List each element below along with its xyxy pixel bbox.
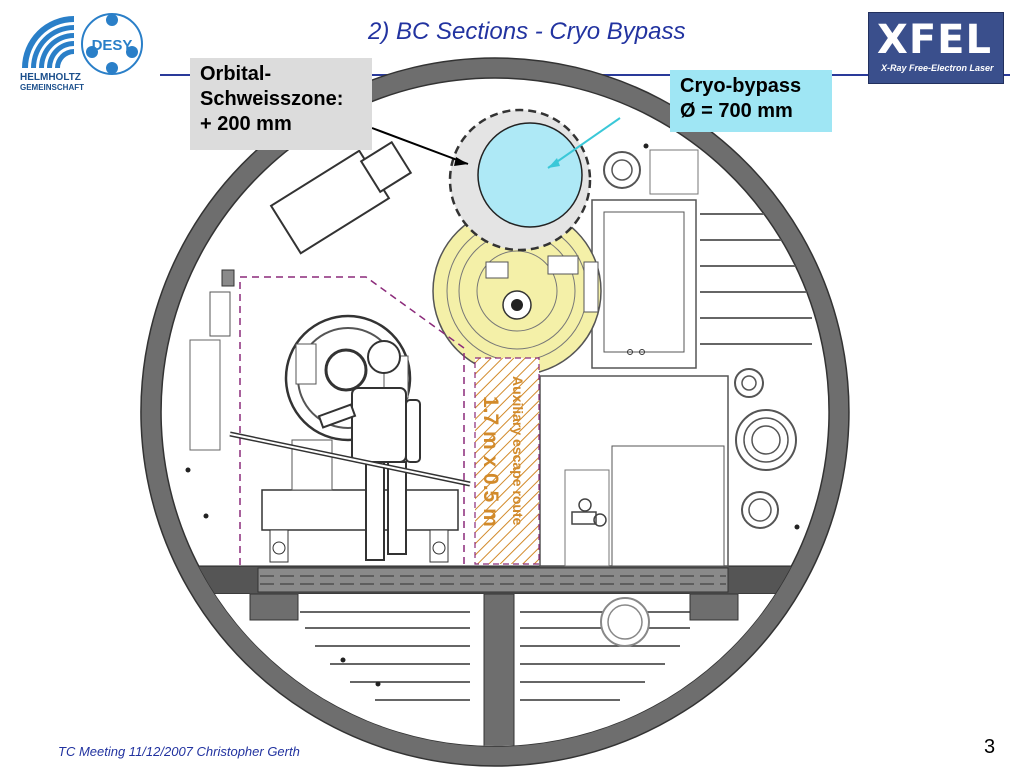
escape-route-dimensions: 1.7 m x 0.5 m — [479, 396, 502, 527]
escape-route-label: Auxiliary escape route — [510, 376, 526, 526]
xfel-subtitle: X-Ray Free-Electron Laser — [881, 63, 994, 73]
xfel-logo-text: XFEL — [877, 17, 992, 63]
pipe-right-3 — [741, 491, 779, 529]
gemeinschaft-text: GEMEINSCHAFT — [20, 83, 84, 92]
slide-footer: TC Meeting 11/12/2007 Christopher Gerth — [58, 744, 300, 759]
pipe-right-2 — [735, 409, 797, 471]
helmholtz-arcs-icon — [22, 16, 74, 68]
right-trench-block — [689, 593, 739, 621]
slide-title: 2) BC Sections - Cryo Bypass — [368, 18, 686, 45]
center-pillar — [483, 593, 515, 746]
helmholtz-text: HELMHOLTZ — [20, 72, 81, 83]
left-trench-block — [249, 593, 299, 621]
orbital-callout-line2: Schweisszone: — [200, 88, 344, 110]
anchor-points — [185, 143, 800, 687]
orbital-callout-line3: + 200 mm — [200, 113, 292, 135]
valve-fittings — [571, 498, 607, 527]
cryo-callout-arrow — [547, 117, 621, 169]
cryo-bypass-pipe — [477, 122, 583, 228]
wall-cabinet-left — [209, 291, 231, 337]
wall-panel-left — [189, 339, 221, 451]
mobile-cryomodule — [261, 314, 459, 563]
trench-shelves — [300, 611, 690, 701]
transport-box — [269, 140, 413, 255]
work-zone-outline — [239, 276, 465, 565]
cryo-callout-line2: Ø = 700 mm — [680, 100, 793, 122]
desy-emblem-icon: DESY — [81, 13, 143, 75]
worker-figure-icon — [229, 340, 471, 561]
orbital-callout-arrow — [371, 127, 469, 165]
escape-route-area — [474, 357, 540, 565]
desy-logo: DESY HELMHOLTZ GEMEINSCHAFT — [20, 13, 143, 92]
cryo-bypass-callout: Cryo-bypass Ø = 700 mm — [670, 70, 832, 132]
floor-slab-inner — [257, 567, 729, 593]
cryo-callout-line1: Cryo-bypass — [680, 75, 802, 97]
desy-logo-text: DESY — [92, 37, 133, 54]
orbital-weld-zone-callout: Orbital- Schweisszone: + 200 mm — [190, 58, 372, 150]
xfel-logo: XFEL X-Ray Free-Electron Laser — [868, 12, 1004, 84]
page-number: 3 — [984, 736, 996, 758]
pipe-upper-right — [603, 151, 641, 189]
orbital-callout-line1: Orbital- — [200, 63, 272, 85]
